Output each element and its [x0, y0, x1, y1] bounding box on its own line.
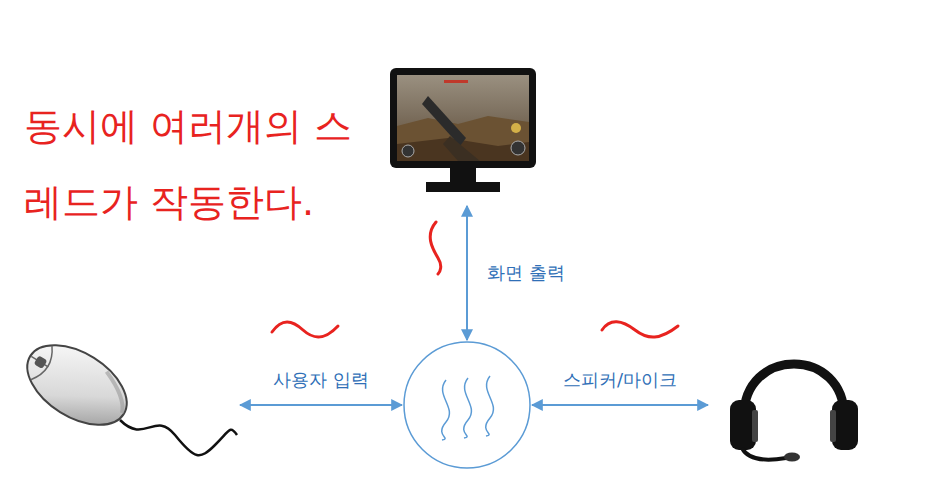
- double-arrow: [466, 206, 468, 340]
- thread-circle-node: [402, 340, 532, 470]
- double-arrow: [532, 404, 708, 406]
- squiggle: [602, 322, 678, 337]
- double-arrow: [240, 404, 402, 406]
- headset-node: [708, 340, 868, 470]
- headset-icon: [708, 340, 868, 470]
- monitor-icon: [388, 66, 548, 206]
- squiggle: [272, 322, 338, 337]
- mouse-node: [15, 340, 240, 470]
- squiggle: [430, 222, 441, 274]
- edge-label: 스피커/마이크: [561, 369, 679, 391]
- handwritten-note: 동시에 여러개의 스레드가 작동한다.: [24, 88, 384, 240]
- edge-label: 사용자 입력: [271, 369, 371, 391]
- edge-label: 화면 출력: [485, 262, 567, 284]
- mouse-icon: [15, 340, 240, 470]
- thread-circle: [402, 340, 532, 470]
- monitor-node: [388, 66, 548, 206]
